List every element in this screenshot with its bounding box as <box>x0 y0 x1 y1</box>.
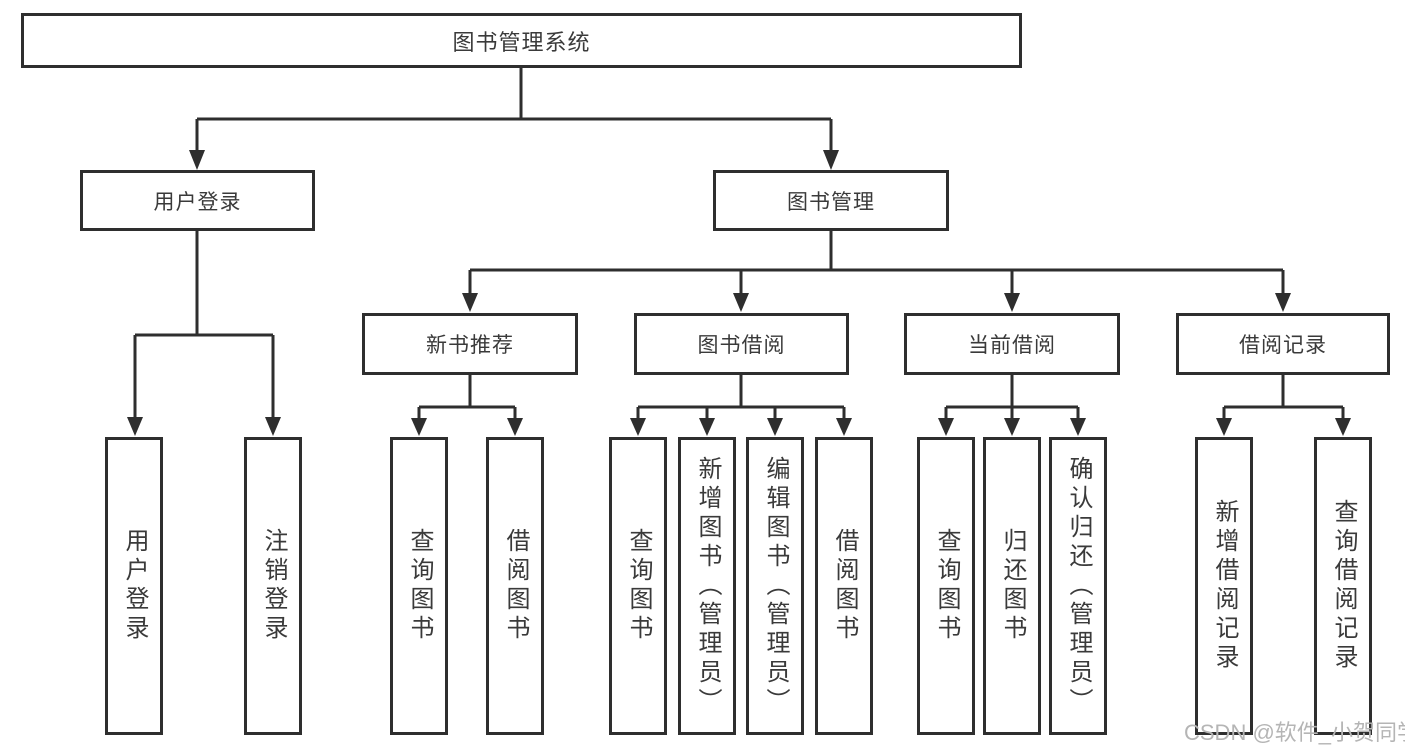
arrowhead-icon <box>1275 293 1291 312</box>
arrowhead-icon <box>823 150 839 170</box>
node-label: 归还图书 <box>999 528 1026 644</box>
arrowhead-icon <box>1335 418 1351 436</box>
arrowhead-icon <box>507 418 523 436</box>
arrowhead-icon <box>699 418 715 436</box>
connector-records-to-leaves <box>1216 373 1351 436</box>
node-user-login: 用户登录 <box>80 170 315 231</box>
node-label: 注销登录 <box>260 528 287 644</box>
leaf-edit-books-admin: 编辑图书（管理员） <box>746 437 804 735</box>
node-label: 查询借阅记录 <box>1330 499 1357 673</box>
connector-mgmt-to-level3 <box>462 229 1291 312</box>
leaf-query-books-recommend: 查询图书 <box>390 437 448 735</box>
arrowhead-icon <box>411 418 427 436</box>
node-label: 查询图书 <box>406 528 433 644</box>
arrowhead-icon <box>836 418 852 436</box>
leaf-add-books-admin: 新增图书（管理员） <box>678 437 736 735</box>
node-label: 编辑图书（管理员） <box>762 455 789 717</box>
arrowhead-icon <box>1216 418 1232 436</box>
node-label: 新增借阅记录 <box>1211 499 1238 673</box>
arrowhead-icon <box>1070 418 1086 436</box>
arrowhead-icon <box>1004 418 1020 436</box>
leaf-borrow-books-recommend: 借阅图书 <box>486 437 544 735</box>
leaf-user-login: 用户登录 <box>105 437 163 735</box>
node-book-borrow: 图书借阅 <box>634 313 849 375</box>
node-label: 查询图书 <box>933 528 960 644</box>
node-current-borrow: 当前借阅 <box>904 313 1120 375</box>
leaf-borrow-books: 借阅图书 <box>815 437 873 735</box>
node-label: 借阅记录 <box>1239 334 1327 357</box>
arrowhead-icon <box>938 418 954 436</box>
leaf-query-books-current: 查询图书 <box>917 437 975 735</box>
node-label: 图书管理系统 <box>452 29 591 55</box>
leaf-confirm-return-admin: 确认归还（管理员） <box>1049 437 1107 735</box>
arrowhead-icon <box>189 150 205 170</box>
leaf-query-borrow-record: 查询借阅记录 <box>1314 437 1372 735</box>
node-label: 查询图书 <box>625 528 652 644</box>
leaf-add-borrow-record: 新增借阅记录 <box>1195 437 1253 735</box>
connector-login-to-leaves <box>127 229 281 436</box>
connector-root-to-level2 <box>189 66 839 170</box>
node-label: 确认归还（管理员） <box>1065 455 1092 717</box>
leaf-logout: 注销登录 <box>244 437 302 735</box>
node-label: 借阅图书 <box>831 528 858 644</box>
node-new-book-recommend: 新书推荐 <box>362 313 578 375</box>
connector-current-to-leaves <box>938 373 1086 436</box>
node-label: 新增图书（管理员） <box>694 455 721 717</box>
arrowhead-icon <box>462 293 478 312</box>
arrowhead-icon <box>767 418 783 436</box>
arrowhead-icon <box>127 417 143 436</box>
arrowhead-icon <box>733 293 749 312</box>
node-label: 当前借阅 <box>968 334 1056 357</box>
node-label: 用户登录 <box>153 190 242 214</box>
node-library-system: 图书管理系统 <box>21 13 1022 68</box>
arrowhead-icon <box>265 417 281 436</box>
node-borrow-records: 借阅记录 <box>1176 313 1390 375</box>
node-label: 新书推荐 <box>426 334 514 357</box>
node-label: 借阅图书 <box>502 528 529 644</box>
watermark: CSDN @软件_小贺同学 <box>1184 720 1405 745</box>
node-label: 用户登录 <box>121 528 148 644</box>
leaf-return-books: 归还图书 <box>983 437 1041 735</box>
node-book-management: 图书管理 <box>713 170 949 231</box>
connector-recommend-to-leaves <box>411 373 523 436</box>
node-label: 图书管理 <box>787 190 875 214</box>
arrowhead-icon <box>1004 293 1020 312</box>
arrowhead-icon <box>630 418 646 436</box>
leaf-query-books-borrow: 查询图书 <box>609 437 667 735</box>
node-label: 图书借阅 <box>697 334 786 357</box>
connector-borrow-to-leaves <box>630 373 852 436</box>
